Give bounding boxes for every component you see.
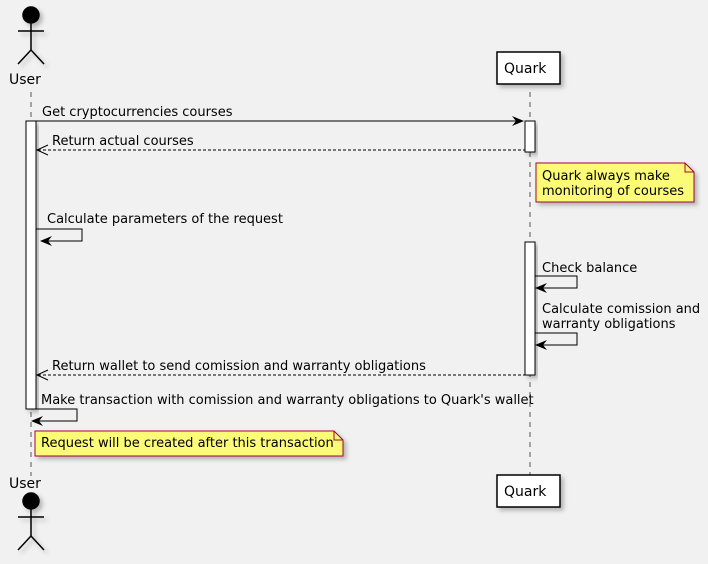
note-request [34, 430, 344, 457]
user-actor-bottom [17, 492, 45, 551]
arrowhead-get-courses [512, 116, 524, 126]
message-calc-comission-line-2: warranty obligations [542, 317, 676, 332]
user-label-top: User [9, 72, 41, 88]
message-calc-comission-line-1: Calculate comission and [542, 302, 700, 317]
message-calculate-params: Calculate parameters of the request [47, 212, 283, 227]
message-return-wallet: Return wallet to send comission and warr… [52, 359, 426, 374]
quark-box-bottom [496, 474, 561, 508]
quark-activation-bar-1 [524, 120, 536, 153]
arrow-check-balance [535, 275, 578, 289]
arrow-calculate-params [36, 228, 83, 242]
arrowhead-calc-comission [535, 340, 547, 350]
message-return-courses: Return actual courses [52, 134, 194, 149]
quark-box-top [496, 51, 561, 85]
arrowhead-calculate-params [40, 236, 52, 246]
quark-label-top: Quark [504, 61, 547, 77]
note-request-text: Request will be created after this trans… [41, 436, 334, 451]
arrowhead-return-wallet [35, 369, 49, 381]
arrowhead-return-courses [35, 144, 49, 156]
note-quark-line-1: Quark always make [542, 169, 670, 184]
arrow-calc-comission [535, 332, 578, 346]
quark-activation-bar-2 [524, 241, 536, 376]
message-make-transaction: Make transaction with comission and warr… [41, 393, 534, 408]
user-actor-top [17, 6, 45, 65]
note-quark-line-2: monitoring of courses [542, 184, 684, 199]
arrowhead-check-balance [535, 283, 547, 293]
arrow-make-transaction [36, 408, 78, 422]
quark-label-bottom: Quark [504, 484, 547, 500]
user-activation-bar [25, 120, 37, 410]
note-quark-monitoring [535, 162, 695, 203]
user-label-bottom: User [9, 476, 41, 492]
arrowhead-make-transaction [31, 416, 43, 426]
message-check-balance: Check balance [542, 261, 637, 276]
message-get-courses: Get cryptocurrencies courses [42, 105, 233, 120]
